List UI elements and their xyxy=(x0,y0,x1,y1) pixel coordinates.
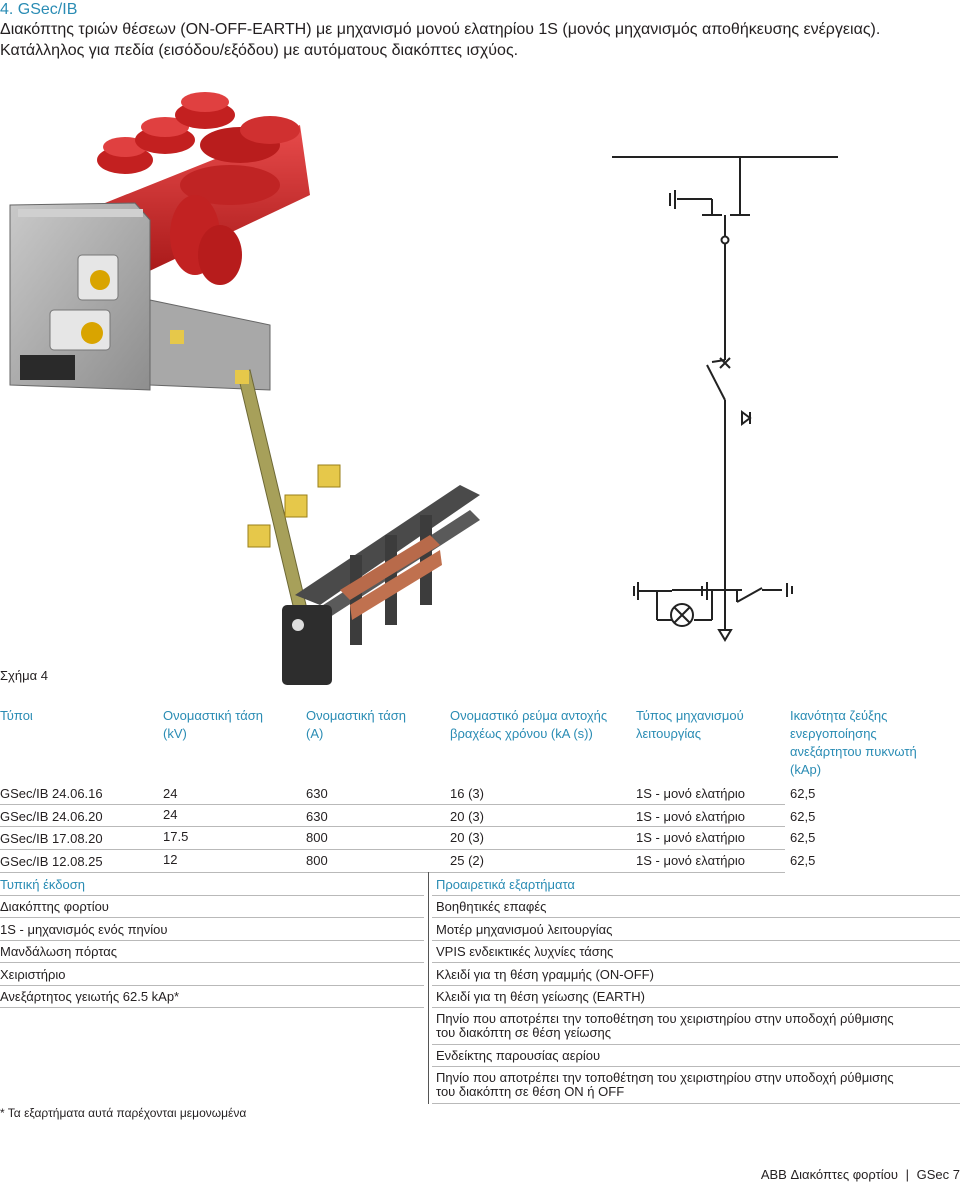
cell-type: GSec/IB 24.06.16 xyxy=(0,786,103,801)
standard-divider xyxy=(0,1007,424,1008)
cell-kv: 17.5 xyxy=(163,829,189,844)
standard-item: 1S - μηχανισμός ενός πηνίου xyxy=(0,922,168,937)
optional-divider xyxy=(432,940,960,941)
footnote: * Τα εξαρτήματα αυτά παρέχονται μεμονωμέ… xyxy=(0,1106,247,1120)
optional-item-line: Πηνίο που αποτρέπει την τοποθέτηση του χ… xyxy=(436,1011,894,1026)
optional-item: VPIS ενδεικτικές λυχνίες τάσης xyxy=(436,944,614,959)
cell-mechanism: 1S - μονό ελατήριο xyxy=(636,853,746,868)
col-header-types: Τύποι xyxy=(0,707,33,725)
col-header-line: Ονομαστικό ρεύμα αντοχής xyxy=(450,708,608,723)
cell-kap: 62,5 xyxy=(790,853,816,868)
col-header-voltage-kv: Ονομαστική τάση (kV) xyxy=(163,707,263,743)
optional-divider xyxy=(432,895,960,896)
optional-item: Ενδείκτης παρουσίας αερίου xyxy=(436,1048,601,1063)
footer-brand: ABB xyxy=(760,1167,787,1182)
switch-disconnector-illustration xyxy=(9,92,480,685)
standard-divider xyxy=(0,895,424,896)
optional-item-line: του διακόπτη σε θέση γείωσης xyxy=(436,1025,612,1040)
optional-item-line: Πηνίο που αποτρέπει την τοποθέτηση του χ… xyxy=(436,1070,894,1085)
earthing-switch xyxy=(282,485,480,685)
optional-item-multiline: Πηνίο που αποτρέπει την τοποθέτηση του χ… xyxy=(436,1071,894,1099)
col-header-line: Ονομαστική τάση xyxy=(306,708,406,723)
optional-item-line: του διακόπτη σε θέση ON ή OFF xyxy=(436,1084,625,1099)
cell-ka: 20 (3) xyxy=(450,830,484,845)
standard-title: Τυπική έκδοση xyxy=(0,877,85,892)
cell-ka: 16 (3) xyxy=(450,786,484,801)
cell-mechanism: 1S - μονό ελατήριο xyxy=(636,786,746,801)
column-separator xyxy=(428,872,429,1104)
col-header-capacitor-making: Ικανότητα ζεύξης ενεργοποίησης ανεξάρτητ… xyxy=(790,707,917,779)
terminal-blocks xyxy=(170,330,341,548)
cell-kap: 62,5 xyxy=(790,809,816,824)
table-divider xyxy=(0,804,785,805)
standard-item: Διακόπτης φορτίου xyxy=(0,899,109,914)
standard-item: Μανδάλωση πόρτας xyxy=(0,944,118,959)
optional-item: Βοηθητικές επαφές xyxy=(436,899,547,914)
standard-divider xyxy=(0,985,424,986)
col-header-current-a: Ονομαστική τάση (A) xyxy=(306,707,406,743)
cell-kap: 62,5 xyxy=(790,786,816,801)
footer-doc-title: Διακόπτες φορτίου xyxy=(790,1167,898,1182)
footer-section: GSec xyxy=(916,1167,950,1182)
intro-line-1: Διακόπτης τριών θέσεων (ON-OFF-EARTH) με… xyxy=(0,21,881,38)
page-title: 4. GSec/IB xyxy=(0,1,78,18)
optional-title: Προαιρετικά εξαρτήματα xyxy=(436,877,575,892)
standard-divider xyxy=(0,962,424,963)
standard-item: Χειριστήριο xyxy=(0,967,66,982)
optional-item-multiline: Πηνίο που αποτρέπει την τοποθέτηση του χ… xyxy=(436,1012,894,1040)
optional-item: Κλειδί για τη θέση γείωσης (EARTH) xyxy=(436,989,645,1004)
optional-item: Μοτέρ μηχανισμού λειτουργίας xyxy=(436,922,613,937)
optional-divider xyxy=(432,962,960,963)
optional-divider xyxy=(432,1044,960,1045)
cell-type: GSec/IB 17.08.20 xyxy=(0,831,103,846)
mechanism-cabinet xyxy=(9,202,271,391)
col-header-line: ενεργοποίησης xyxy=(790,726,877,741)
optional-divider xyxy=(432,1103,960,1104)
page-number: 7 xyxy=(952,1167,960,1182)
insulators xyxy=(97,92,310,285)
footer-separator: | xyxy=(905,1167,909,1182)
cell-kv: 12 xyxy=(163,852,178,867)
table-divider xyxy=(0,849,785,850)
cell-a: 630 xyxy=(306,809,328,824)
col-header-line: Ονομαστική τάση xyxy=(163,708,263,723)
col-header-mechanism: Τύπος μηχανισμού λειτουργίας xyxy=(636,707,744,743)
table-divider xyxy=(0,872,785,873)
intro-line-2: Κατάλληλος για πεδία (εισόδου/εξόδου) με… xyxy=(0,42,519,59)
optional-item: Κλειδί για τη θέση γραμμής (ON-OFF) xyxy=(436,967,654,982)
col-header-line: βραχέως χρόνου (kA (s)) xyxy=(450,726,593,741)
cell-mechanism: 1S - μονό ελατήριο xyxy=(636,809,746,824)
optional-divider xyxy=(432,1007,960,1008)
optional-divider xyxy=(432,917,960,918)
col-header-line: (kAp) xyxy=(790,762,822,777)
cell-kv: 24 xyxy=(163,786,178,801)
cell-mechanism: 1S - μονό ελατήριο xyxy=(636,830,746,845)
cell-a: 800 xyxy=(306,830,328,845)
optional-divider xyxy=(432,985,960,986)
col-header-line: (kV) xyxy=(163,726,187,741)
cell-type: GSec/IB 24.06.20 xyxy=(0,809,103,824)
cell-kap: 62,5 xyxy=(790,830,816,845)
standard-divider xyxy=(0,917,424,918)
cell-ka: 25 (2) xyxy=(450,853,484,868)
col-header-short-time-current: Ονομαστικό ρεύμα αντοχής βραχέως χρόνου … xyxy=(450,707,607,743)
col-header-line: Τύποι xyxy=(0,708,33,723)
col-header-line: Τύπος μηχανισμού xyxy=(636,708,744,723)
cell-kv: 24 xyxy=(163,807,178,822)
figure-caption: Σχήμα 4 xyxy=(0,668,48,683)
col-header-line: Ικανότητα ζεύξης xyxy=(790,708,888,723)
optional-divider xyxy=(432,1066,960,1067)
col-header-line: ανεξάρτητου πυκνωτή xyxy=(790,744,917,759)
cell-ka: 20 (3) xyxy=(450,809,484,824)
standard-item: Ανεξάρτητος γειωτής 62.5 kAp* xyxy=(0,989,180,1004)
standard-divider xyxy=(0,940,424,941)
table-divider xyxy=(0,826,785,827)
col-header-line: (A) xyxy=(306,726,324,741)
cell-a: 800 xyxy=(306,853,328,868)
cell-a: 630 xyxy=(306,786,328,801)
cell-type: GSec/IB 12.08.25 xyxy=(0,854,103,869)
page-footer: ABB Διακόπτες φορτίου | GSec 7 xyxy=(761,1167,960,1182)
col-header-line: λειτουργίας xyxy=(636,726,702,741)
single-line-diagram xyxy=(612,156,838,642)
